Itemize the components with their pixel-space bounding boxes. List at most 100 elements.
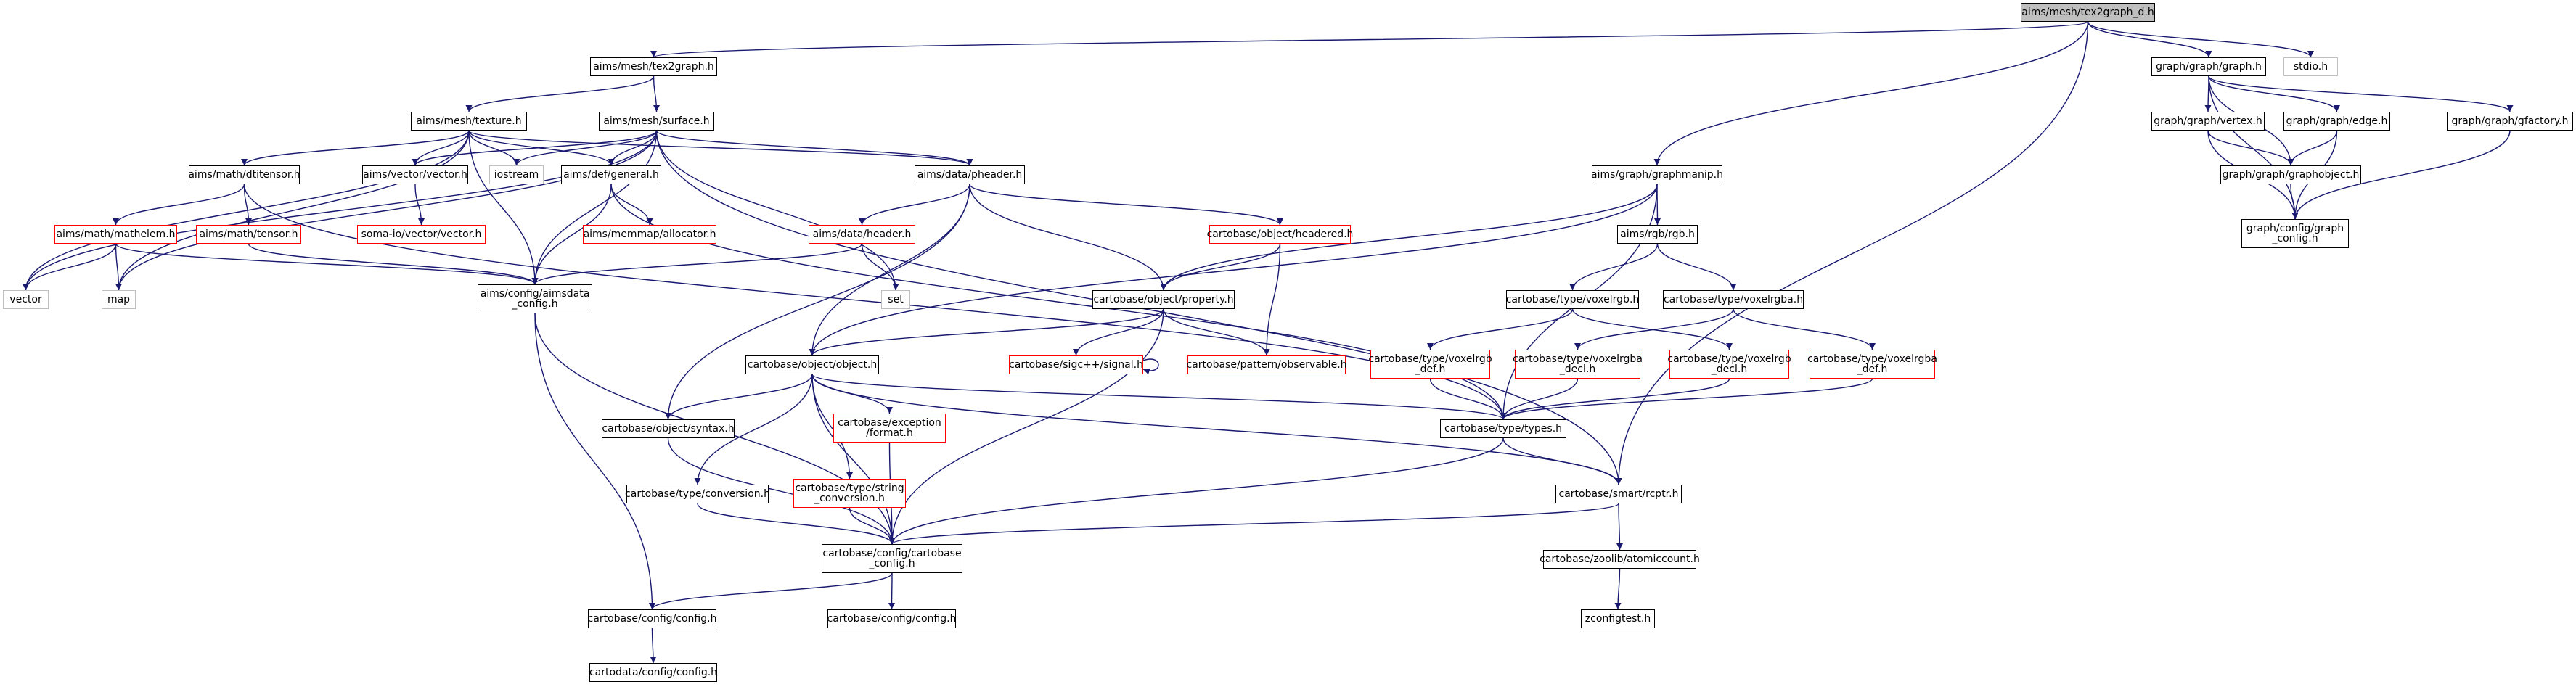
edge-headered-to-observable — [1263, 243, 1281, 356]
node-property[interactable]: cartobase/object/property.h — [1092, 290, 1235, 309]
node-conversion[interactable]: cartobase/type/conversion.h — [625, 485, 770, 503]
edge-surface-to-iostream — [513, 130, 658, 166]
edge-config1-to-cdconfig — [650, 628, 657, 664]
node-mathelem: aims/math/mathelem.h — [54, 225, 177, 244]
node-cdconfig[interactable]: cartodata/config/config.h — [589, 663, 717, 682]
edge-graphobject-to-graphconfig — [2290, 184, 2299, 220]
edge-root-to-rcptr — [1615, 21, 2089, 485]
node-graphconfig[interactable]: graph/config/graph _config.h — [2241, 219, 2349, 248]
node-rcptr[interactable]: cartobase/smart/rcptr.h — [1555, 485, 1682, 503]
node-zconfig[interactable]: zconfigtest.h — [1581, 609, 1655, 628]
node-edge[interactable]: graph/graph/edge.h — [2283, 112, 2390, 131]
edge-property-to-object — [809, 308, 1164, 356]
node-allocator: aims/memmap/allocator.h — [583, 225, 716, 244]
node-voxelrgbdecl: cartobase/type/voxelrgb _decl.h — [1667, 350, 1791, 379]
node-vertex[interactable]: graph/graph/vertex.h — [2151, 112, 2265, 131]
edge-pheader-to-header — [859, 184, 970, 226]
edge-rgb-to-voxelrgba — [1656, 243, 1737, 291]
node-types[interactable]: cartobase/type/types.h — [1440, 419, 1566, 438]
edge-tex2graph-to-texture — [465, 75, 655, 112]
node-voxelrgbadef: cartobase/type/voxelrgba _def.h — [1807, 350, 1937, 379]
node-syntax[interactable]: cartobase/object/syntax.h — [602, 419, 735, 438]
node-voxelrgba[interactable]: cartobase/type/voxelrgba.h — [1663, 290, 1804, 309]
edge-graph-to-gfactory — [2208, 75, 2514, 112]
node-vector: vector — [3, 290, 49, 309]
node-graphobject[interactable]: graph/graph/graphobject.h — [2220, 165, 2361, 184]
edge-aimsdata-to-config1 — [534, 313, 655, 610]
edge-texture-to-pheader — [468, 130, 973, 166]
edge-dtitensor-to-types — [243, 184, 1507, 420]
node-graph[interactable]: graph/graph/graph.h — [2151, 57, 2266, 76]
node-map: map — [102, 290, 136, 309]
edge-voxelrgbdef-to-types — [1429, 378, 1507, 420]
node-somaio: soma-io/vector/vector.h — [357, 225, 486, 244]
edge-voxelrgbdecl-to-types — [1500, 378, 1730, 420]
edge-pheader-to-syntax — [665, 184, 970, 420]
node-iostream: iostream — [489, 165, 544, 184]
edge-object-to-types — [811, 374, 1507, 420]
node-pheader[interactable]: aims/data/pheader.h — [915, 165, 1025, 184]
node-cbconfig[interactable]: cartobase/config/cartobase _config.h — [822, 544, 962, 573]
node-vectorh[interactable]: aims/vector/vector.h — [362, 165, 468, 184]
edge-signal-to-signal — [1142, 358, 1159, 375]
node-stdio: stdio.h — [2283, 57, 2338, 76]
edge-types-to-cbconfig — [888, 437, 1504, 545]
node-headered: cartobase/object/headered.h — [1207, 225, 1353, 244]
node-voxelrgb[interactable]: cartobase/type/voxelrgb.h — [1506, 290, 1639, 309]
node-gfactory[interactable]: graph/graph/gfactory.h — [2447, 112, 2573, 131]
node-signal: cartobase/sigc++/signal.h — [1009, 355, 1143, 374]
edge-graph-to-edge — [2208, 75, 2340, 112]
node-header: aims/data/header.h — [809, 225, 915, 244]
edge-vectorh-to-somaio — [414, 184, 425, 226]
edge-surface-to-set — [655, 130, 899, 291]
node-rgb[interactable]: aims/rgb/rgb.h — [1617, 225, 1698, 244]
edge-surface-to-pheader — [655, 130, 973, 166]
edge-root-to-graphmanip — [1653, 21, 2089, 166]
edge-header-to-aimsdata — [531, 243, 863, 285]
edge-pheader-to-property — [969, 184, 1167, 291]
edge-tex2graph-to-surface — [653, 75, 660, 112]
node-root: aims/mesh/tex2graph_d.h — [2021, 3, 2155, 22]
edge-voxelrgb-to-voxelrgbdef — [1427, 308, 1574, 350]
edge-graphmanip-to-object — [809, 184, 1658, 356]
edge-root-to-stdio — [2087, 21, 2314, 58]
edge-object-to-syntax — [665, 374, 813, 420]
edge-surface-to-aimsdata — [531, 130, 658, 285]
node-tex2graph[interactable]: aims/mesh/tex2graph.h — [590, 57, 717, 76]
edge-mathelem-to-map — [115, 243, 122, 291]
edge-conversion-to-cbconfig — [697, 503, 896, 545]
node-object[interactable]: cartobase/object/object.h — [745, 355, 879, 374]
edge-graphmanip-to-property — [1160, 184, 1658, 291]
edge-surface-to-vector — [23, 130, 658, 291]
edge-root-to-tex2graph — [650, 21, 2089, 58]
node-format: cartobase/exception /format.h — [833, 414, 946, 443]
node-config1[interactable]: cartobase/config/config.h — [588, 609, 716, 628]
edge-headered-to-property — [1160, 243, 1281, 291]
node-dtitensor[interactable]: aims/math/dtitensor.h — [188, 165, 300, 184]
edge-property-to-cbconfig — [888, 308, 1164, 545]
edge-pheader-to-headered — [969, 184, 1283, 226]
node-aimsdata[interactable]: aims/config/aimsdata _config.h — [478, 284, 592, 313]
edge-rgb-to-voxelrgb — [1569, 243, 1659, 291]
node-graphmanip[interactable]: aims/graph/graphmanip.h — [1591, 165, 1723, 184]
node-config2[interactable]: cartobase/config/config.h — [827, 609, 956, 628]
node-surface[interactable]: aims/mesh/surface.h — [599, 112, 714, 131]
edge-voxelrgba-to-voxelrgbadecl — [1574, 308, 1734, 350]
edge-object-to-conversion — [694, 374, 813, 485]
edge-general-to-aimsdata — [531, 184, 612, 285]
node-voxelrgbadecl: cartobase/type/voxelrgba _decl.h — [1513, 350, 1643, 379]
edge-voxelrgba-to-voxelrgbadef — [1733, 308, 1876, 350]
node-atomic[interactable]: cartobase/zoolib/atomiccount.h — [1540, 550, 1700, 569]
edge-types-to-rcptr — [1502, 437, 1622, 485]
edge-cbconfig-to-config1 — [649, 572, 893, 610]
node-texture[interactable]: aims/mesh/texture.h — [411, 112, 527, 131]
edge-texture-to-map — [115, 130, 470, 291]
edge-texture-to-aimsdata — [468, 130, 539, 285]
node-general[interactable]: aims/def/general.h — [561, 165, 661, 184]
edge-edge-to-graphobject — [2287, 130, 2338, 166]
node-string: cartobase/type/string _conversion.h — [793, 479, 906, 508]
edge-mathelem-to-aimsdata — [115, 243, 539, 285]
edge-cbconfig-to-config2 — [888, 572, 896, 610]
edge-header-to-set — [861, 243, 899, 291]
